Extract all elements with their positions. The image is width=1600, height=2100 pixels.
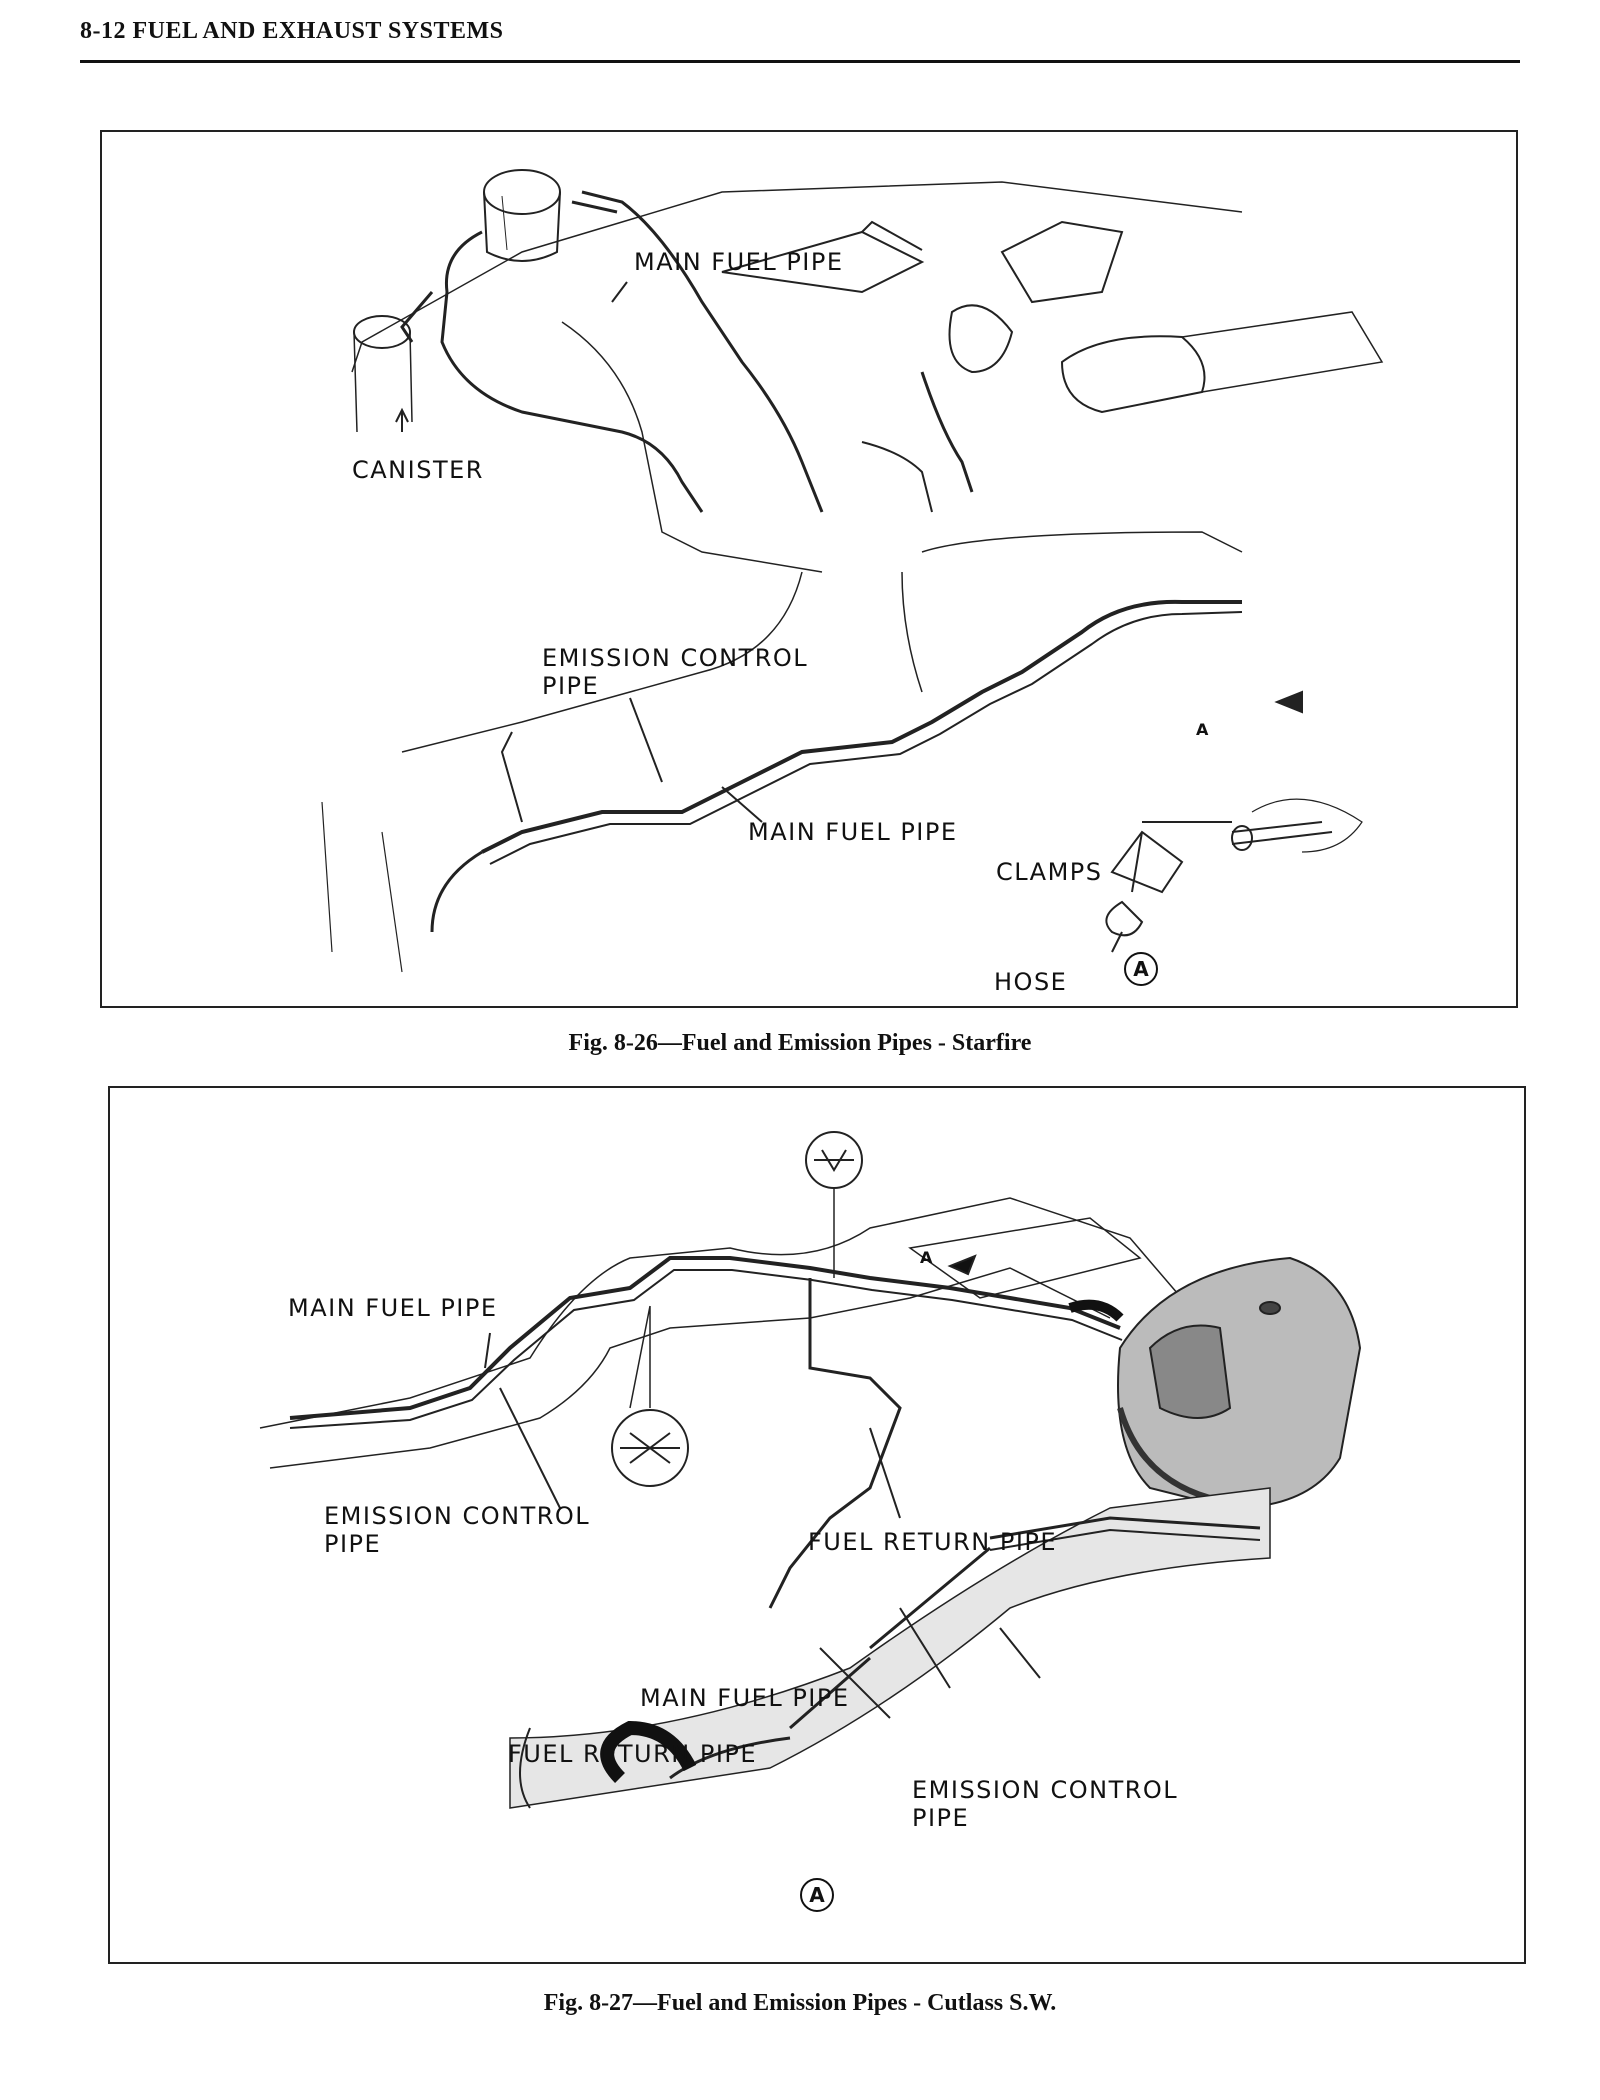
label-emission-control-line1: EMISSION CONTROL (542, 644, 809, 672)
page-header: 8-12 FUEL AND EXHAUST SYSTEMS (80, 8, 1520, 63)
label-detail-emission-line1: EMISSION CONTROL (912, 1776, 1179, 1804)
figure-8-26-caption: Fig. 8-26—Fuel and Emission Pipes - Star… (568, 1030, 1032, 1056)
label-main-fuel-pipe-top: MAIN FUEL PIPE (634, 248, 844, 276)
figure-8-26-starfire: MAIN FUEL PIPE CANISTER EMISSION CONTROL… (100, 130, 1518, 1008)
label-main-fuel-pipe: MAIN FUEL PIPE (288, 1294, 498, 1322)
figure-8-27-caption: Fig. 8-27—Fuel and Emission Pipes - Cutl… (543, 1990, 1057, 2016)
label-detail-emission-line2: PIPE (912, 1804, 970, 1832)
label-canister: CANISTER (352, 456, 484, 484)
page-header-title: 8-12 FUEL AND EXHAUST SYSTEMS (80, 18, 504, 44)
detail-marker-a: A (800, 1878, 834, 1912)
detail-marker-a: A (1124, 952, 1158, 986)
label-emission-control-line2: PIPE (542, 672, 600, 700)
label-detail-fuel-return-pipe: FUEL RETURN PIPE (508, 1740, 758, 1768)
label-hose: HOSE (994, 968, 1068, 996)
label-detail-main-fuel-pipe: MAIN FUEL PIPE (640, 1684, 850, 1712)
label-clamps: CLAMPS (996, 858, 1103, 886)
label-main-fuel-pipe-bottom: MAIN FUEL PIPE (748, 818, 958, 846)
header-rule (80, 60, 1520, 63)
label-emission-control-line1: EMISSION CONTROL (324, 1502, 591, 1530)
label-fuel-return-pipe: FUEL RETURN PIPE (808, 1528, 1058, 1556)
view-arrow-label: A (1196, 720, 1210, 739)
label-emission-control-line2: PIPE (324, 1530, 382, 1558)
starfire-pipe-illustration (321, 169, 1384, 973)
figure-8-27-cutlass: MAIN FUEL PIPE EMISSION CONTROL PIPE FUE… (108, 1086, 1526, 1964)
view-arrow-label: A (920, 1248, 934, 1267)
cutlass-pipe-illustration (259, 1131, 1362, 1809)
